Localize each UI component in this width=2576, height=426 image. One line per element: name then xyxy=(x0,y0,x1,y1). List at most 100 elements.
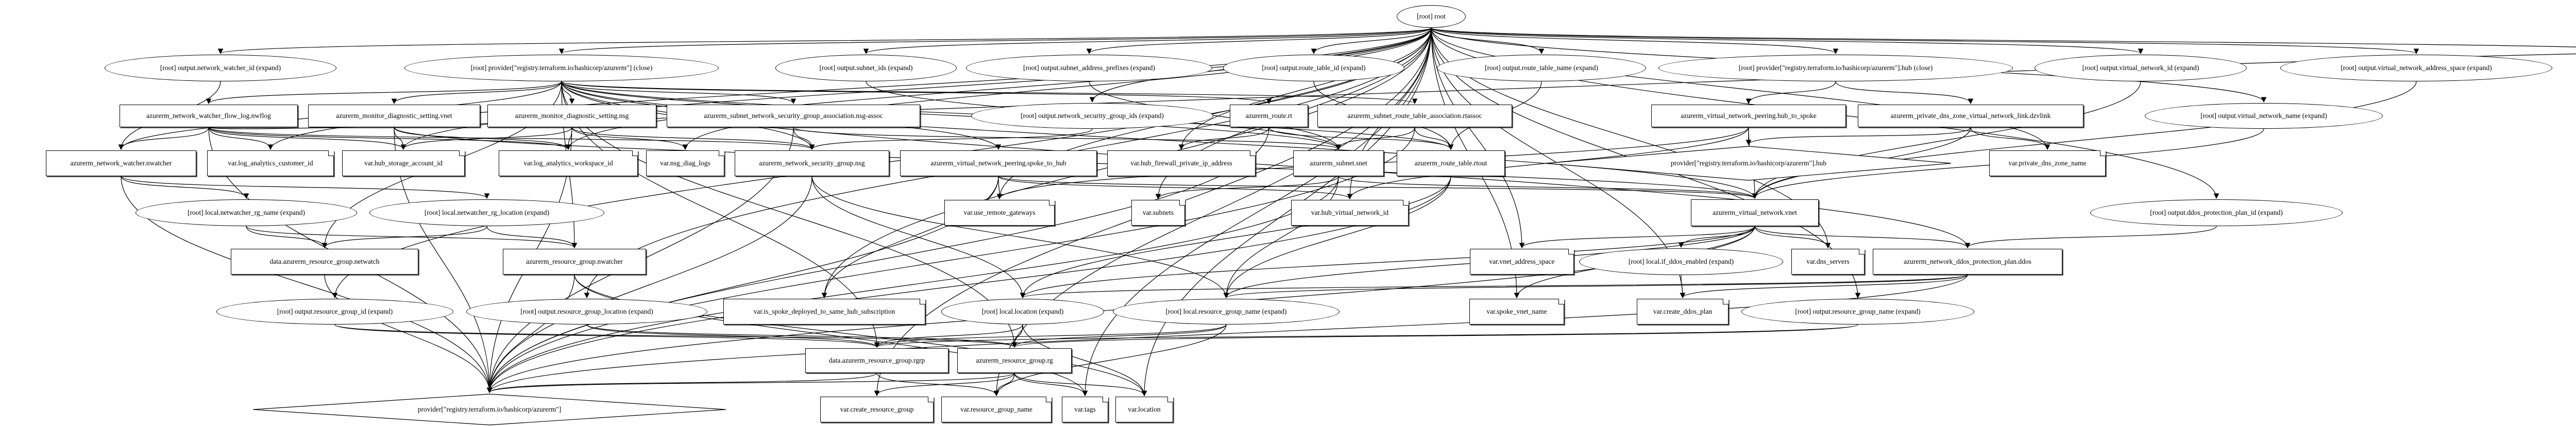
edge-nsg_assoc-to-nsg xyxy=(793,127,815,150)
graph-node-label: [root] provider["registry.terraform.io/h… xyxy=(1738,64,1933,72)
edge-root-to-var_hub_storage_account_id xyxy=(400,27,1432,150)
note-fold-corner xyxy=(719,150,724,156)
edge-spoke_to_hub-to-vnet xyxy=(998,176,1757,199)
note-fold-corner xyxy=(1167,397,1173,402)
graph-node-nwflog: azurerm_network_watcher_flow_log.nwflog xyxy=(120,105,298,127)
graph-node-label: [root] output.network_security_group_ids… xyxy=(1021,112,1164,120)
note-fold-corner xyxy=(1179,200,1185,206)
graph-node-label: azurerm_private_dns_zone_virtual_network… xyxy=(1890,112,2051,120)
edge-root-to-var_vnet_address_space xyxy=(1431,27,1525,249)
graph-node-label: azurerm_network_security_group.nsg xyxy=(759,159,865,167)
graph-node-provider_azurerm_hub_close: [root] provider["registry.terraform.io/h… xyxy=(1658,55,2013,81)
edge-root-to-var_nsg_diag_logs xyxy=(682,27,1432,150)
edge-root-to-out_network_watcher_id xyxy=(218,27,1432,55)
edge-rg-to-var_location xyxy=(1014,372,1147,397)
graph-node-out_subnet_ids: [root] output.subnet_ids (expand) xyxy=(775,55,957,81)
graph-node-label: [root] output.subnet_address_prefixes (e… xyxy=(1023,64,1156,72)
edge-local_netwatcher_rg_location-to-nwatcher_rg xyxy=(486,226,578,249)
edge-local_if_ddos_enabled-to-var_create_ddos_plan xyxy=(1680,275,1686,299)
edge-rtout-to-local_resource_group_name xyxy=(1223,176,1451,299)
edge-mds_nsg-to-var_nsg_diag_logs xyxy=(571,127,688,150)
graph-node-var_vnet_address_space: var.vnet_address_space xyxy=(1470,249,1574,275)
graph-node-label: var.is_spoke_deployed_to_same_hub_subscr… xyxy=(753,308,895,315)
edge-out_virtual_network_address_space-to-vnet xyxy=(1752,81,2417,199)
graph-node-vnet: azurerm_virtual_network.vnet xyxy=(1691,199,1819,226)
note-fold-corner xyxy=(1250,150,1256,156)
graph-node-spoke_to_hub: azurerm_virtual_network_peering.spoke_to… xyxy=(900,150,1097,176)
graph-node-local_if_ddos_enabled: [root] local.if_ddos_enabled (expand) xyxy=(1579,248,1783,275)
edge-out_resource_group_location-to-rgrp xyxy=(586,324,880,348)
edge-rgrp-to-provider_azurerm xyxy=(486,372,877,394)
graph-node-label: var.private_dns_zone_name xyxy=(2008,159,2087,167)
edge-local_resource_group_name-to-rgrp xyxy=(874,324,1227,348)
graph-node-label: var.create_resource_group xyxy=(840,405,914,413)
graph-node-out_virtual_network_address_space: [root] output.virtual_network_address_sp… xyxy=(2280,55,2552,81)
note-fold-corner xyxy=(328,150,334,156)
graph-node-mds_vnet: azurerm_monitor_diagnostic_setting.vnet xyxy=(308,105,480,127)
graph-node-out_resource_group_name: [root] output.resource_group_name (expan… xyxy=(1741,299,1974,325)
graph-node-var_log_analytics_customer_id: var.log_analytics_customer_id xyxy=(207,150,334,176)
graph-node-label: data.azurerm_resource_group.netwatch xyxy=(269,258,380,265)
graph-node-label: [root] output.ddos_protection_plan_id (e… xyxy=(2150,209,2283,216)
graph-node-label: var.create_ddos_plan xyxy=(1653,308,1713,315)
graph-node-label: var.log_analytics_customer_id xyxy=(228,159,313,167)
edge-nwflog-to-nsg xyxy=(208,127,815,150)
edge-local_netwatcher_rg_name-to-netwatch xyxy=(246,226,328,249)
graph-node-label: [root] local.location (expand) xyxy=(981,308,1064,315)
edge-local_location-to-var_location xyxy=(1022,324,1147,397)
graph-node-label: [root] output.resource_group_id (expand) xyxy=(277,308,393,315)
edge-vnet-to-local_if_ddos_enabled xyxy=(1678,226,1755,248)
graph-node-local_resource_group_name: [root] local.resource_group_name (expand… xyxy=(1113,299,1340,325)
graph-node-label: azurerm_network_ddos_protection_plan.ddo… xyxy=(1904,258,2031,265)
edge-spoke_to_hub-to-var_hub_virtual_network_id xyxy=(998,176,1353,200)
edge-nwflog-to-var_log_analytics_workspace_id xyxy=(208,127,571,150)
graph-node-var_nsg_diag_logs: var.nsg_diag_logs xyxy=(646,150,724,176)
note-fold-corner xyxy=(1403,200,1409,206)
graph-node-var_use_remote_gateways: var.use_remote_gateways xyxy=(944,200,1055,226)
edge-snet-to-provider_azurerm xyxy=(486,176,1339,394)
note-fold-corner xyxy=(928,397,934,402)
graph-node-label: var.hub_firewall_private_ip_address xyxy=(1130,159,1232,167)
edge-spoke_to_hub-to-var_is_spoke_deployed_to_same_hub_subscription xyxy=(821,176,999,299)
graph-node-label: azurerm_route.rt xyxy=(1245,112,1293,120)
graph-node-hub_to_spoke: azurerm_virtual_network_peering.hub_to_s… xyxy=(1651,105,1846,127)
graph-node-label: azurerm_subnet_network_security_group_as… xyxy=(704,112,883,120)
graph-node-label: [root] local.if_ddos_enabled (expand) xyxy=(1628,258,1734,265)
edge-local_resource_group_name-to-rg xyxy=(1011,324,1227,348)
edge-root-to-provider_azurerm_close xyxy=(559,27,1432,55)
graph-node-var_hub_firewall_private_ip_address: var.hub_firewall_private_ip_address xyxy=(1107,150,1256,176)
graph-node-label: [root] output.virtual_network_id (expand… xyxy=(2082,64,2199,72)
note-fold-corner xyxy=(1723,299,1728,304)
edge-nsg-to-local_resource_group_name xyxy=(811,176,1229,299)
edge-rg-to-var_tags xyxy=(1014,372,1088,397)
edge-provider_azurerm_close-to-mds_vnet xyxy=(391,81,562,105)
edge-provider_azurerm_close-to-rtassoc xyxy=(561,81,1417,105)
edge-vnet-to-local_location xyxy=(1020,226,1755,299)
graph-node-out_subnet_address_prefixes: [root] output.subnet_address_prefixes (e… xyxy=(966,55,1212,81)
note-fold-corner xyxy=(920,299,925,304)
graph-node-provider_azurerm: provider["registry.terraform.io/hashicor… xyxy=(252,394,726,425)
graph-node-nsg_assoc: azurerm_subnet_network_security_group_as… xyxy=(667,105,920,127)
graph-node-var_log_analytics_workspace_id: var.log_analytics_workspace_id xyxy=(499,150,638,176)
graph-node-label: azurerm_route_table.rtout xyxy=(1414,159,1487,167)
graph-node-rtout: azurerm_route_table.rtout xyxy=(1397,150,1505,176)
edge-ddos-to-provider_azurerm xyxy=(486,274,1968,394)
edge-root-to-out_subnet_address_prefixes xyxy=(1086,27,1432,55)
edge-nwflog-to-var_hub_storage_account_id xyxy=(208,127,406,150)
graph-node-out_route_table_id: [root] output.route_table_id (expand) xyxy=(1223,55,1404,81)
edge-root-to-var_tags xyxy=(1082,27,1432,397)
graph-node-label: [root] output.route_table_name (expand) xyxy=(1484,64,1599,72)
graph-node-out_virtual_network_id: [root] output.virtual_network_id (expand… xyxy=(2035,55,2247,81)
graph-node-label: azurerm_resource_group.rg xyxy=(976,356,1053,364)
edge-provider_azurerm_hub_close-to-dzvlink xyxy=(1835,81,1974,105)
note-fold-corner xyxy=(1558,299,1564,304)
edge-root-to-var_location xyxy=(1141,27,1432,397)
graph-node-provider_azurerm_hub: provider["registry.terraform.io/hashicor… xyxy=(1546,146,1952,181)
graph-node-label: azurerm_resource_group.nwatcher xyxy=(526,258,623,265)
graph-node-label: var.nsg_diag_logs xyxy=(660,159,710,167)
edge-root-to-var_log_analytics_logs_retention_in_days xyxy=(1431,27,2576,47)
graph-node-var_hub_storage_account_id: var.hub_storage_account_id xyxy=(342,150,465,176)
graph-node-local_location: [root] local.location (expand) xyxy=(941,299,1104,325)
graph-node-rg: azurerm_resource_group.rg xyxy=(957,348,1072,373)
graph-node-out_virtual_network_name: [root] output.virtual_network_name (expa… xyxy=(2145,103,2383,129)
